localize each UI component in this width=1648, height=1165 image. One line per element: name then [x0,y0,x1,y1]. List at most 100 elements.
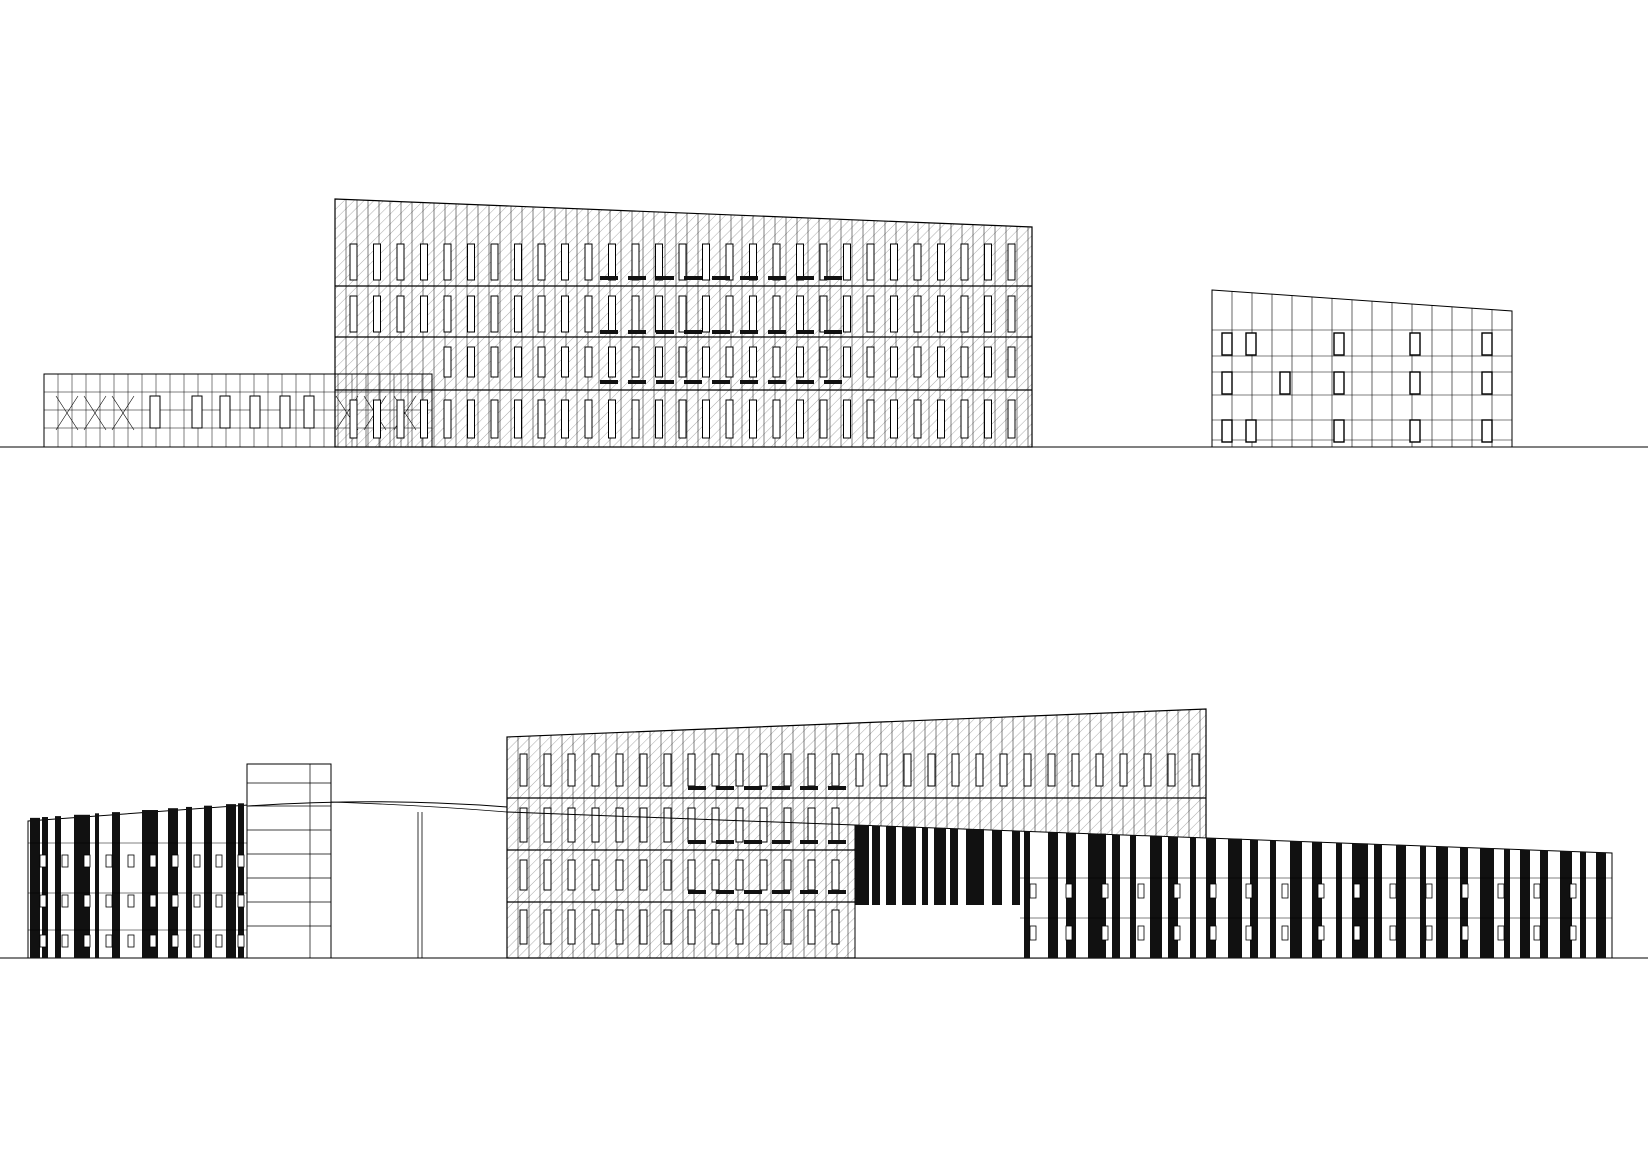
dark-fin [1190,837,1196,958]
main-window [608,346,616,378]
wing-window [1065,883,1073,899]
main-window [725,243,734,281]
small-block-window [1245,419,1257,443]
dark-fin [872,825,880,905]
main-window [584,295,593,333]
main-window [373,295,381,333]
window-sill-bar [716,786,734,790]
main-window [831,859,840,891]
wing-window [149,854,157,868]
main-window [396,243,405,281]
main-window [843,346,851,378]
main-window [749,346,757,378]
wing-window [193,894,201,908]
window-sill-bar [744,786,762,790]
window-sill-bar [656,330,674,334]
main-window [561,399,569,439]
window-sill-bar [628,276,646,280]
window-sill-bar [772,840,790,844]
cross-brace [83,395,107,431]
main-window [711,807,720,843]
main-window [561,295,569,333]
window-sill-bar [656,276,674,280]
main-window [537,243,546,281]
main-window [879,753,888,787]
main-window [711,753,720,787]
dark-fin [1250,839,1258,958]
dark-fin [74,814,90,958]
window-sill-bar [828,890,846,894]
main-window [663,909,672,945]
main-window [913,399,922,439]
main-window [1143,753,1152,787]
main-block-hatched [334,198,1033,448]
main-window [1119,753,1128,787]
wing-window [1353,925,1361,941]
main-window [796,243,804,281]
main-window [1007,295,1016,333]
dark-fin [1480,848,1494,958]
wing-window [127,894,135,908]
main-window [702,399,710,439]
main-window [608,399,616,439]
main-window [725,346,734,378]
main-window [615,859,624,891]
window-sill-bar [716,890,734,894]
main-window [1023,753,1032,787]
wing-window [1425,883,1433,899]
small-block-window [1279,371,1291,395]
wing-window [215,854,223,868]
main-window [420,295,428,333]
main-window [543,859,552,891]
main-window [831,753,840,787]
main-window [855,753,864,787]
main-window [975,753,984,787]
main-window [796,399,804,439]
window-sill-bar [800,786,818,790]
wing-window [61,934,69,948]
canopy-roof [330,801,508,813]
wing-window [61,894,69,908]
main-window [639,909,648,945]
main-window [783,859,792,891]
main-window [490,399,499,439]
small-block-window [1221,371,1233,395]
dark-fin [55,816,61,958]
main-window [561,243,569,281]
main-window [639,807,648,843]
main-window [796,346,804,378]
dark-fin [1560,851,1572,958]
wing-window [237,934,245,948]
main-window [615,807,624,843]
main-window [678,243,687,281]
main-window [749,243,757,281]
main-window [396,295,405,333]
main-window [807,859,816,891]
wing-window [1281,883,1289,899]
window-sill-bar [828,786,846,790]
window-sill-bar [712,380,730,384]
wing-window [39,894,47,908]
main-window [960,346,969,378]
main-window [903,753,912,787]
main-window [1071,753,1080,787]
main-window [937,399,945,439]
wing-window [1173,883,1181,899]
main-window [467,243,475,281]
dark-fin [30,817,40,958]
main-window [1007,243,1016,281]
wing-window [237,894,245,908]
main-window [631,243,640,281]
dark-fin [1312,841,1322,958]
dark-fin [1088,833,1106,958]
main-window [567,909,576,945]
dark-fin [168,808,178,958]
window-sill-bar [716,840,734,844]
main-window [890,399,898,439]
wing-window [191,395,203,429]
main-window [519,753,528,787]
dark-fin [142,810,158,958]
main-window [443,243,452,281]
main-window [639,753,648,787]
wing-window [1245,925,1253,941]
